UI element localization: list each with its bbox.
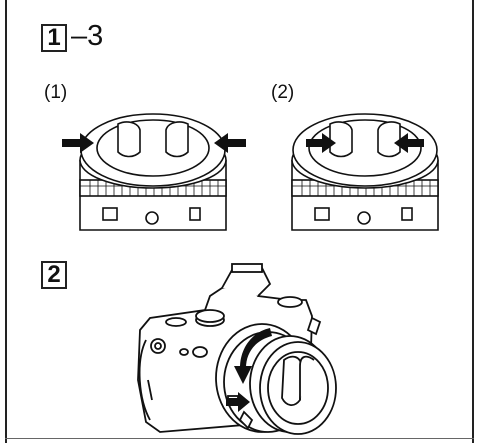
arrow-icon <box>62 133 94 153</box>
sub-step-1-label: (1) <box>44 82 68 103</box>
arrow-icon <box>306 133 336 153</box>
bottom-divider <box>5 438 474 439</box>
step-1-box-number: 1 <box>41 24 67 52</box>
camera-illustration <box>137 263 337 435</box>
arrow-icon <box>226 392 250 412</box>
lens-cap-illustration-2 <box>291 113 439 231</box>
arrow-icon <box>214 133 246 153</box>
sub-step-2-label: (2) <box>271 82 295 103</box>
step-1-suffix: –3 <box>71 20 104 52</box>
right-border <box>472 0 474 443</box>
lens-cap-illustration-1 <box>79 113 227 231</box>
left-border <box>5 0 7 443</box>
step-2-box-number: 2 <box>41 261 67 289</box>
rotate-arrow-icon <box>234 328 272 384</box>
arrow-icon <box>394 133 424 153</box>
